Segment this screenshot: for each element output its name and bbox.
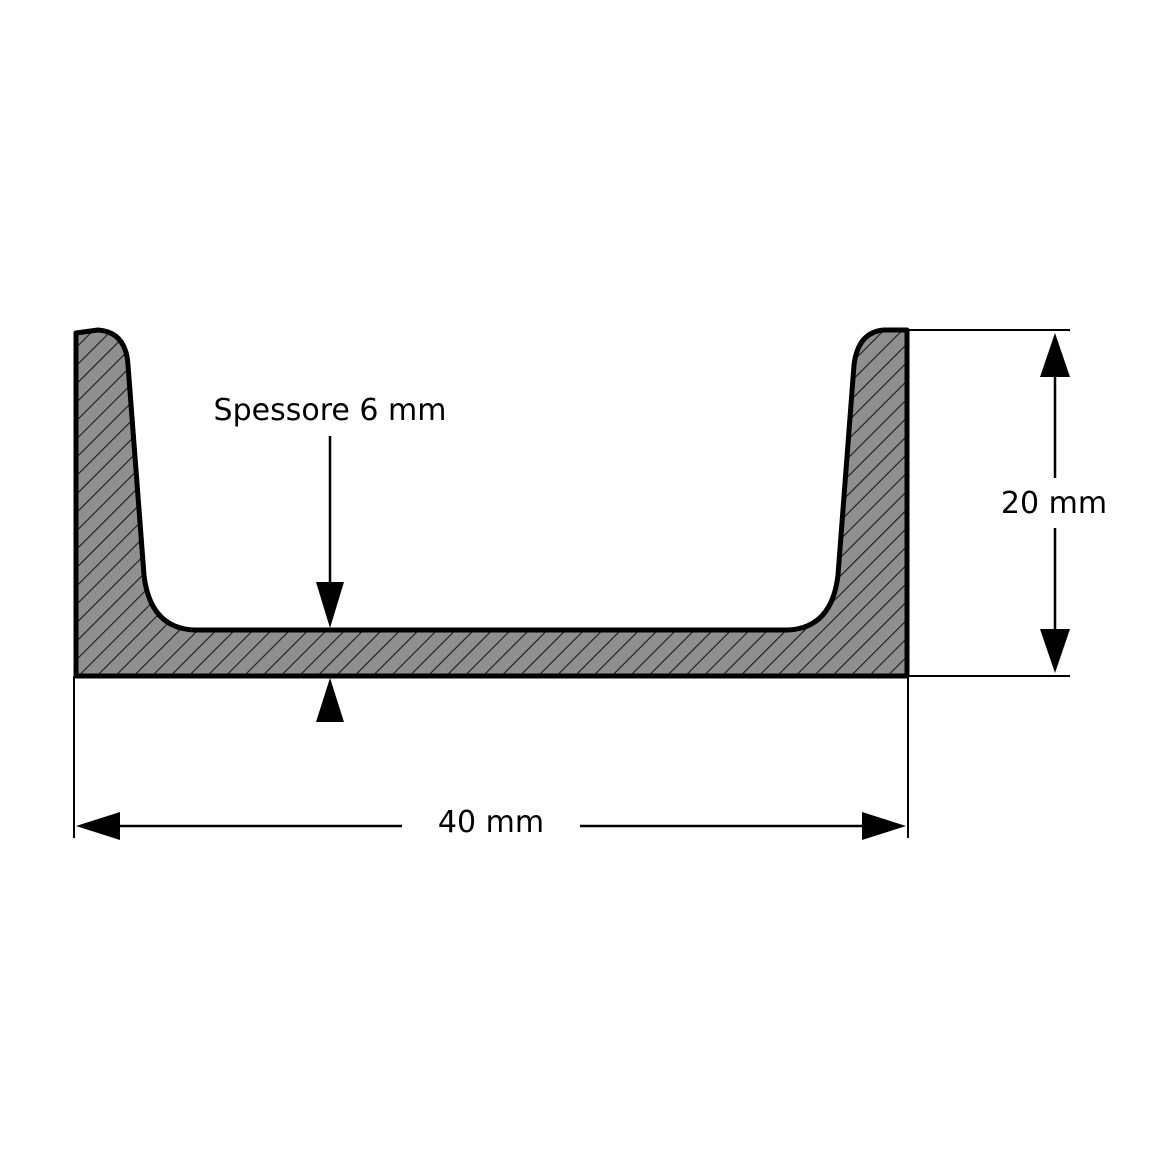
thickness-label: Spessore 6 mm: [214, 393, 447, 428]
thickness-arrow-down: [316, 582, 344, 628]
height-arrow-up: [1040, 333, 1070, 377]
width-label: 40 mm: [438, 805, 544, 840]
u-profile-section: [73, 327, 910, 679]
width-arrow-right: [862, 812, 906, 840]
width-arrow-left: [76, 812, 120, 840]
thickness-arrow-up: [316, 678, 344, 722]
height-label: 20 mm: [1001, 486, 1107, 521]
height-arrow-down: [1040, 629, 1070, 673]
